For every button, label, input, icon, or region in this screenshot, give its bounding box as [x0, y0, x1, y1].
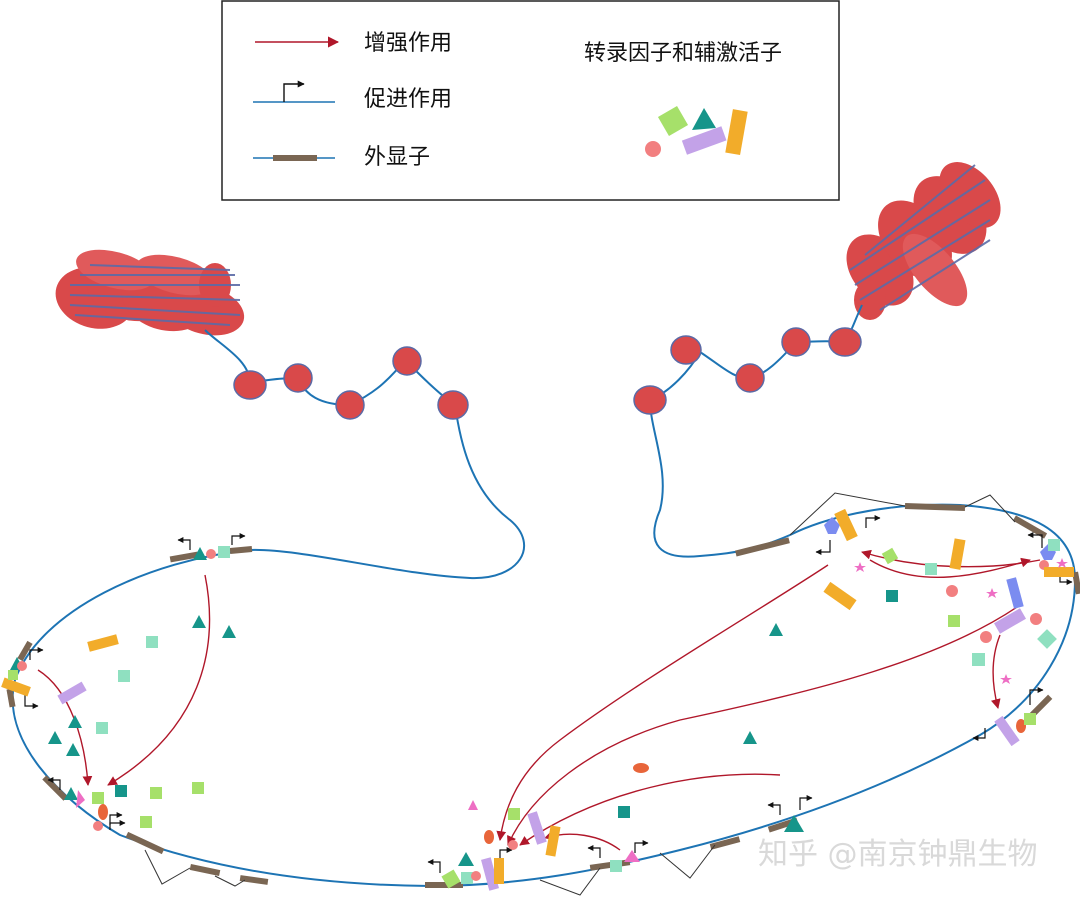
left-condensed-chromatin [55, 249, 245, 336]
legend-box [221, 0, 840, 201]
left-chromatin-fiber [55, 249, 526, 580]
left-dna-linker [204, 329, 526, 580]
legend-enhance-label: 增强作用 [364, 31, 452, 56]
bottom-dna [429, 503, 1077, 887]
transcription-factors [1, 508, 1074, 891]
factors-icon [645, 105, 748, 157]
right-nucleosomes [633, 327, 862, 415]
promoter-arrow-icon [253, 80, 335, 103]
legend-promote-label: 促进作用 [364, 87, 452, 112]
right-condensed-chromatin [846, 162, 1001, 320]
splice-lines [144, 492, 1016, 896]
legend-factors-label: 转录因子和辅激活子 [584, 41, 782, 66]
left-loop-dna [11, 549, 431, 887]
left-nucleosomes [233, 346, 469, 420]
watermark-text: 知乎 @南京钟鼎生物 [758, 837, 1038, 872]
promoter-arrows [24, 515, 1073, 873]
right-chromatin-fiber [633, 162, 1001, 558]
legend-exon-label: 外显子 [364, 145, 430, 170]
right-dna-linker [648, 304, 863, 558]
exon-icon [253, 155, 335, 161]
legend: 增强作用 促进作用 外显子 转录因子和辅激活子 [221, 0, 840, 201]
